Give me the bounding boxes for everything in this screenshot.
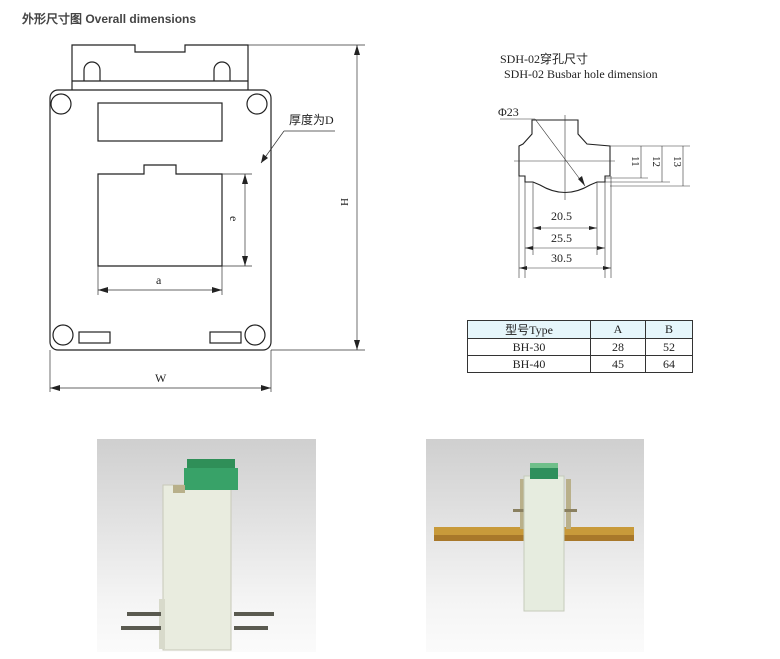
table-row: BH-30 28 52	[467, 338, 693, 356]
window-width-label: a	[156, 273, 162, 287]
width-20-5: 20.5	[551, 209, 572, 223]
diameter-label: Φ23	[498, 105, 519, 119]
height-12: 12	[650, 156, 662, 167]
height-13: 13	[671, 156, 683, 168]
spec-table: 型号Type A B BH-30 28 52 BH-40 45 64	[467, 320, 693, 373]
table-header: 型号Type A B	[467, 320, 693, 339]
height-11: 11	[629, 156, 641, 167]
product-photo-front	[97, 439, 316, 652]
busbar-hole-title: SDH-02穿孔尺寸 SDH-02 Busbar hole dimension	[500, 52, 658, 81]
window-height-label: e	[227, 216, 241, 221]
page-title: 外形尺寸图 Overall dimensions	[22, 12, 197, 26]
thickness-label: 厚度为D	[289, 112, 334, 127]
width-25-5: 25.5	[551, 231, 572, 245]
product-photo-busbar	[426, 439, 644, 652]
width-label: W	[155, 371, 167, 385]
outline-drawing: 厚度为D H W a e	[49, 44, 365, 392]
table-row: BH-40 45 64	[467, 355, 693, 373]
busbar-hole-drawing: Φ23 20.5 25.5 30.5 11 12 13	[498, 105, 690, 278]
height-label: H	[338, 198, 350, 206]
width-30-5: 30.5	[551, 251, 572, 265]
